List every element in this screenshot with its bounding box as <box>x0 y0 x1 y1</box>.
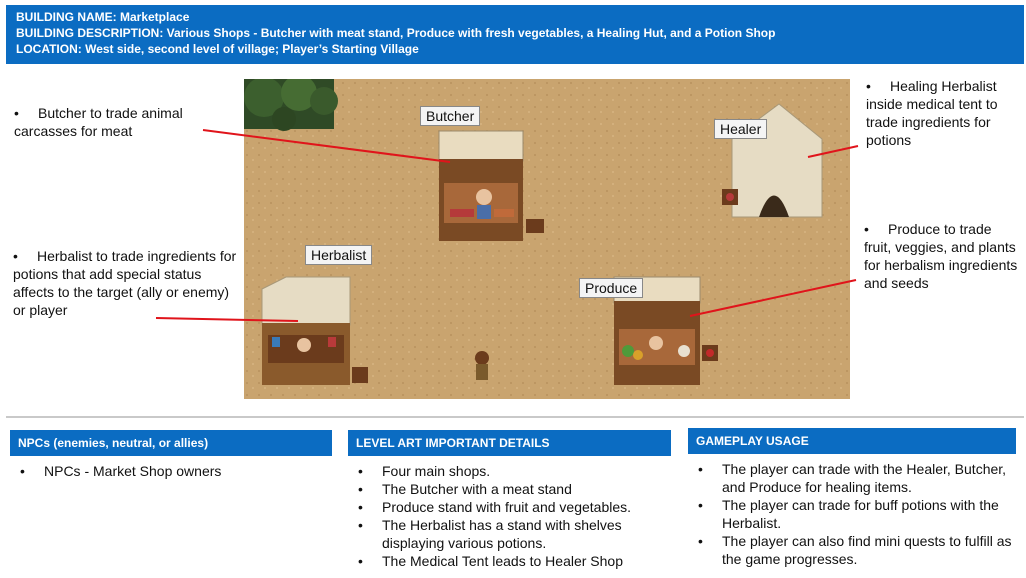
map-label-herbalist: Herbalist <box>305 245 373 265</box>
list-item: Produce stand with fruit and vegetables. <box>348 498 668 516</box>
building-name: BUILDING NAME: Marketplace <box>16 10 190 24</box>
gameplay-list: The player can trade with the Healer, Bu… <box>688 460 1018 568</box>
list-item: The player can also find mini quests to … <box>688 532 1018 568</box>
list-item: NPCs - Market Shop owners <box>10 462 330 480</box>
player-character <box>475 351 489 380</box>
npcs-panel-header: NPCs (enemies, neutral, or allies) <box>10 430 332 456</box>
list-item: The player can trade for buff potions wi… <box>688 496 1018 532</box>
list-item: The Herbalist has a stand with shelves d… <box>348 516 668 552</box>
gameplay-panel-header: GAMEPLAY USAGE <box>688 428 1016 454</box>
tree-cluster <box>244 79 338 131</box>
list-item: Four main shops. <box>348 462 668 480</box>
note-produce: •Produce to trade fruit, veggies, and pl… <box>864 221 1018 291</box>
npcs-list: NPCs - Market Shop owners <box>10 462 330 480</box>
building-description: BUILDING DESCRIPTION: Various Shops - Bu… <box>16 26 776 40</box>
level-art-panel-header: LEVEL ART IMPORTANT DETAILS <box>348 430 671 456</box>
note-herbalist: •Herbalist to trade ingredients for poti… <box>13 248 237 318</box>
map-label-produce: Produce <box>579 278 644 298</box>
butcher-stall <box>438 130 544 241</box>
note-butcher: •Butcher to trade animal carcasses for m… <box>14 105 183 139</box>
map-label-butcher: Butcher <box>420 106 481 126</box>
building-info-header: BUILDING NAME: Marketplace BUILDING DESC… <box>6 5 1024 64</box>
level-art-list: Four main shops. The Butcher with a meat… <box>348 462 668 570</box>
list-item: The Medical Tent leads to Healer Shop <box>348 552 668 570</box>
section-divider <box>6 416 1024 418</box>
list-item: The player can trade with the Healer, Bu… <box>688 460 1018 496</box>
herbalist-stall <box>261 276 368 385</box>
note-healer: •Healing Herbalist inside medical tent t… <box>866 78 998 148</box>
list-item: The Butcher with a meat stand <box>348 480 668 498</box>
map-label-healer: Healer <box>714 119 768 139</box>
building-location: LOCATION: West side, second level of vil… <box>16 42 419 56</box>
produce-stall <box>613 276 718 385</box>
